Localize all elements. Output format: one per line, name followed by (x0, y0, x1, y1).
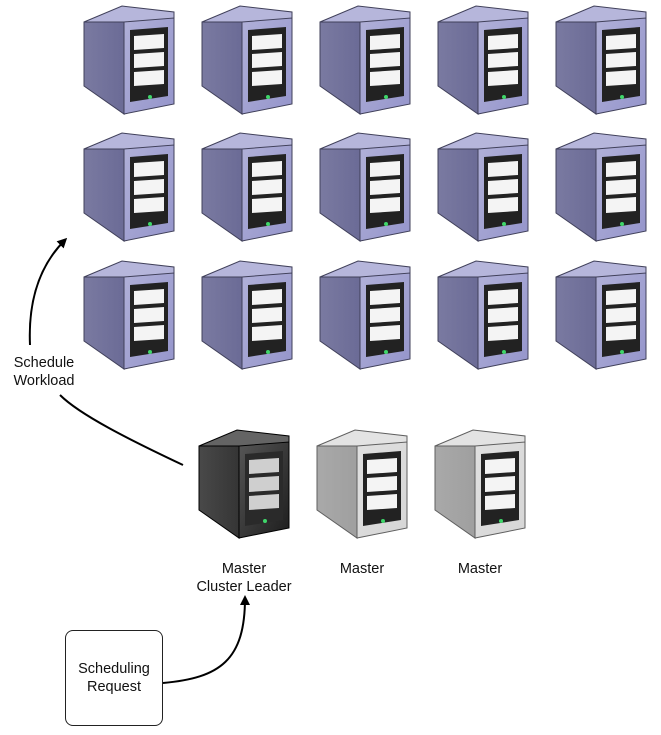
master-standby-server-icon (313, 428, 411, 542)
master-label-line: Master (457, 561, 503, 577)
worker-server-icon (552, 131, 650, 245)
master-label: Master (288, 560, 436, 578)
master-label: Master (406, 560, 554, 578)
scheduling-request-box: Scheduling Request (65, 630, 163, 726)
worker-server-icon (80, 4, 178, 118)
master-label-line: Master (221, 561, 267, 577)
request-label-line2: Request (86, 679, 141, 695)
request-label-line1: Scheduling (78, 661, 150, 677)
schedule-workload-label: Schedule Workload (4, 354, 84, 390)
worker-server-icon (198, 259, 296, 373)
worker-server-icon (80, 259, 178, 373)
master-leader-server-icon (195, 428, 293, 542)
worker-server-icon (434, 4, 532, 118)
master-standby-server-icon (431, 428, 529, 542)
schedule-label-line2: Workload (13, 373, 75, 389)
worker-server-icon (434, 131, 532, 245)
worker-server-icon (316, 131, 414, 245)
worker-server-icon (552, 4, 650, 118)
worker-server-icon (316, 4, 414, 118)
worker-server-icon (198, 131, 296, 245)
schedule-label-line1: Schedule (13, 355, 75, 371)
worker-server-icon (316, 259, 414, 373)
worker-server-icon (198, 4, 296, 118)
worker-server-icon (552, 259, 650, 373)
worker-server-icon (434, 259, 532, 373)
worker-server-icon (80, 131, 178, 245)
master-label-line: Cluster Leader (196, 579, 292, 595)
scheduling-request-arrow (162, 595, 250, 684)
schedule-workload-arrow (28, 240, 184, 466)
master-label-line: Master (339, 561, 385, 577)
